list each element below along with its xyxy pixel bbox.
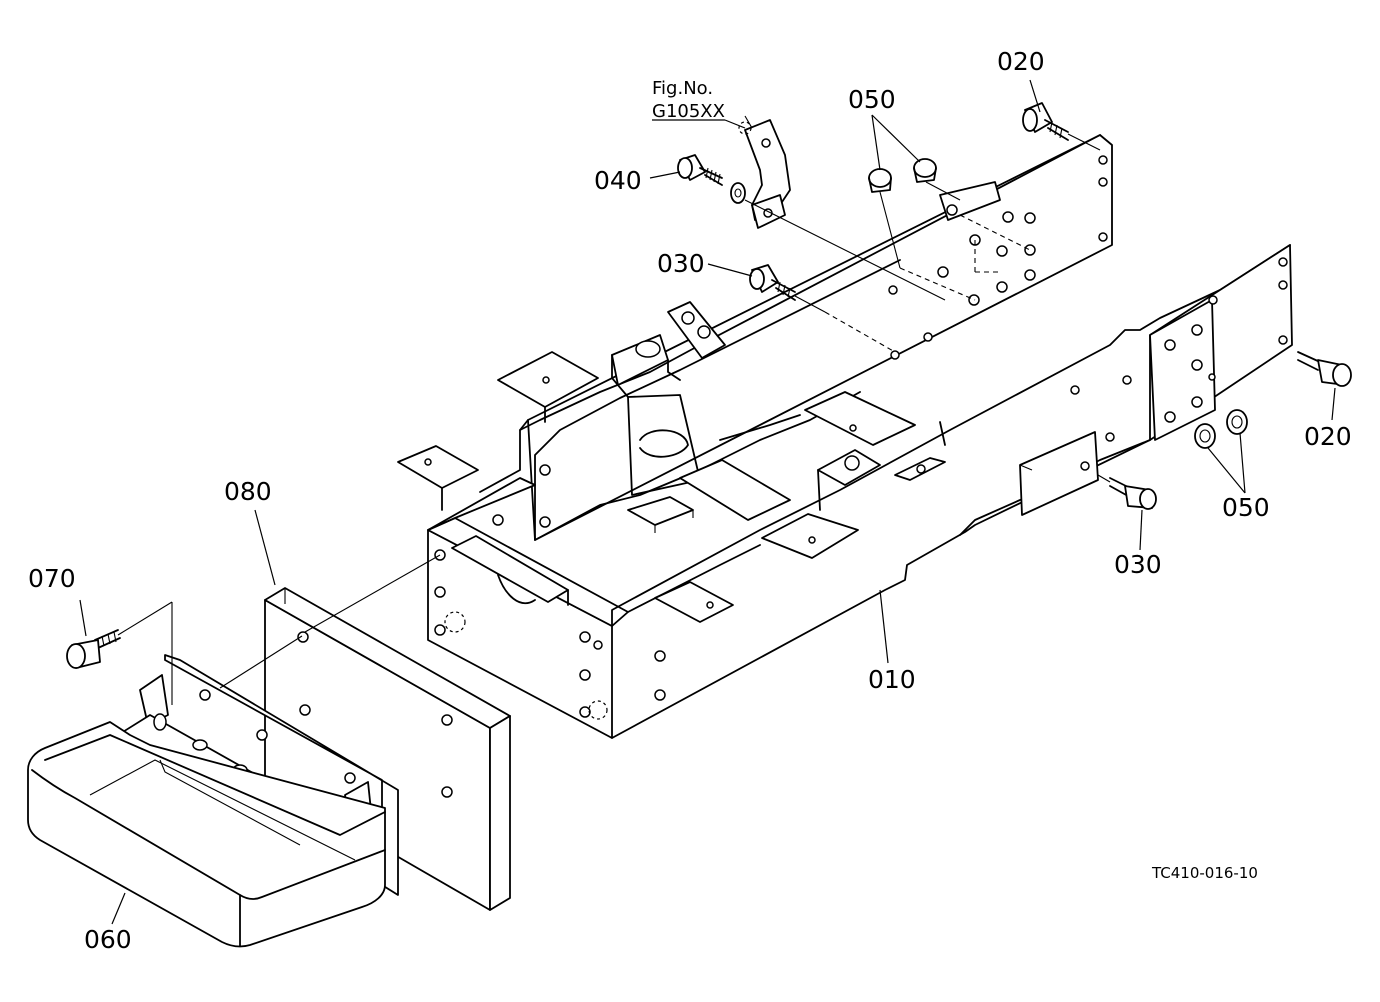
part-label-060: 060	[84, 925, 132, 954]
part-label-030-top: 030	[657, 249, 705, 278]
part-label-030-bottom: 030	[1114, 550, 1162, 579]
part-label-070: 070	[28, 564, 76, 593]
fig-reference-number: G105XX	[652, 101, 725, 122]
referenced-bracket	[738, 119, 791, 229]
bushing-050-top	[868, 158, 937, 193]
bolt-030-bottom	[1109, 477, 1157, 510]
bolt-020-right	[1297, 351, 1352, 387]
fig-reference-title: Fig.No.	[652, 78, 713, 99]
bolt-020-top	[1022, 102, 1069, 141]
part-label-020-right: 020	[1304, 422, 1352, 451]
assembly-lines	[117, 115, 1111, 705]
frame-010	[397, 134, 1293, 739]
part-label-010: 010	[868, 665, 916, 694]
bolt-030-top	[749, 264, 796, 301]
leader-lines	[79, 79, 1336, 925]
part-label-020-top: 020	[997, 47, 1045, 76]
bolt-040	[677, 154, 746, 204]
part-label-050-bottom: 050	[1222, 493, 1270, 522]
bushing-050-bottom	[1194, 409, 1248, 449]
part-label-080: 080	[224, 477, 272, 506]
part-label-050-top: 050	[848, 85, 896, 114]
part-label-040: 040	[594, 166, 642, 195]
drawing-code: TC410-016-10	[1151, 864, 1258, 882]
plate-080	[264, 587, 511, 911]
weight-060	[27, 654, 399, 948]
bolt-070	[66, 629, 121, 669]
